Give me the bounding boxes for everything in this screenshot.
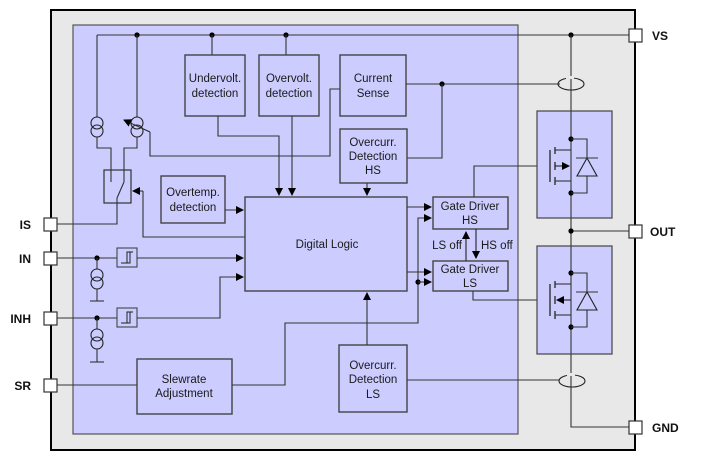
svg-text:Undervolt.: Undervolt. [189,73,241,85]
svg-text:SR: SR [14,379,31,393]
svg-text:Current: Current [354,73,393,85]
svg-text:HS off: HS off [481,240,514,252]
svg-text:detection: detection [170,202,217,214]
svg-text:LS: LS [463,278,477,290]
svg-text:IN: IN [19,252,31,266]
svg-text:Overcurr.: Overcurr. [349,360,396,372]
high-side-mosfet [536,110,613,219]
svg-text:Overcurr.: Overcurr. [349,137,396,149]
svg-text:Detection: Detection [349,374,398,386]
interlock-signals: LS off HS off [432,229,514,261]
undervolt-detection-block: Undervolt. detection [184,54,283,196]
digital-logic-block: Digital Logic [244,196,408,292]
pin-vs[interactable]: VS [628,28,668,43]
svg-text:detection: detection [266,88,313,100]
svg-text:Adjustment: Adjustment [155,388,213,400]
vs-rail [97,32,629,111]
svg-text:GND: GND [652,421,679,435]
current-source-left [90,35,112,178]
svg-text:Overvolt.: Overvolt. [266,73,312,85]
svg-text:Detection: Detection [349,151,398,163]
svg-text:Slewrate: Slewrate [162,374,207,386]
pin-inh[interactable]: INH [10,311,58,326]
low-side-mosfet [536,245,613,355]
current-sense-block: Current Sense [339,54,560,159]
pin-gnd[interactable]: GND [628,420,679,435]
pin-is[interactable]: IS [20,217,58,232]
inh-input-path [57,273,244,363]
svg-text:IS: IS [20,218,31,232]
sense-switch [57,169,245,238]
overcurr-detection-ls-block: Overcurr. Detection LS [338,292,559,413]
gate-driver-hs-block: Gate Driver HS [407,165,555,282]
svg-text:HS: HS [365,165,381,177]
svg-text:INH: INH [10,312,31,326]
svg-text:Overtemp.: Overtemp. [166,187,220,199]
svg-text:detection: detection [192,88,239,100]
gate-driver-ls-block: Gate Driver LS [407,260,555,301]
svg-text:Gate Driver: Gate Driver [441,201,500,213]
pin-sr[interactable]: SR [14,378,58,393]
pin-out[interactable]: OUT [628,224,676,239]
svg-text:Digital Logic: Digital Logic [296,239,359,251]
overvolt-detection-block: Overvolt. detection [258,54,320,196]
svg-text:LS: LS [366,389,380,401]
overcurr-detection-hs-block: Overcurr. Detection HS [339,128,408,196]
slewrate-adjustment-block: Slewrate Adjustment [57,282,419,415]
svg-text:OUT: OUT [650,225,676,239]
svg-text:LS off: LS off [432,240,463,252]
svg-text:Sense: Sense [357,88,390,100]
in-input-path [57,247,244,302]
svg-text:VS: VS [652,29,668,43]
pin-in[interactable]: IN [19,251,58,266]
svg-text:HS: HS [462,215,478,227]
overtemp-detection-block: Overtemp. detection [160,175,244,224]
adjustable-current-source [123,35,340,178]
svg-text:Gate Driver: Gate Driver [441,264,500,276]
